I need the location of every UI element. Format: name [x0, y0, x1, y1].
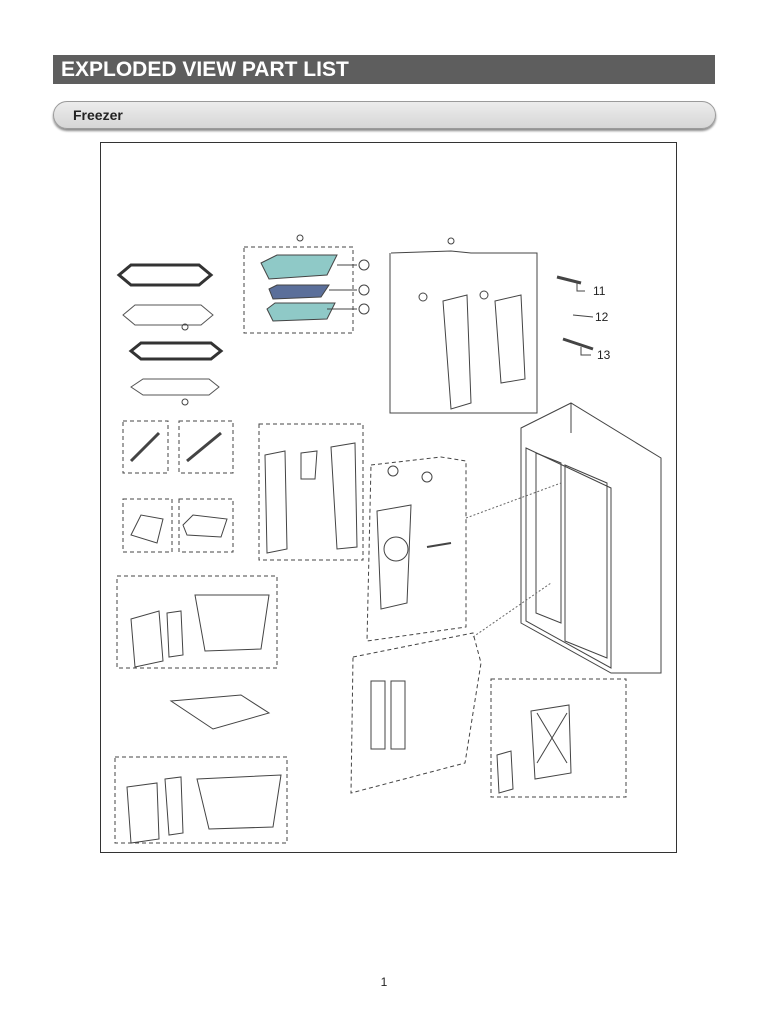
- duct-assembly: [366, 456, 467, 642]
- door-panel-group: [389, 237, 538, 414]
- callout-11: 11: [593, 284, 606, 298]
- diagram-drawing: 11 12 13: [114, 234, 662, 844]
- page-title: EXPLODED VIEW PART LIST: [53, 55, 715, 84]
- section-header: Freezer: [53, 101, 716, 129]
- small-parts: [556, 275, 594, 356]
- ice-maker-housing: [258, 423, 364, 561]
- rail-group: [122, 420, 234, 553]
- page-number: 1: [380, 975, 388, 989]
- section-label: Freezer: [73, 107, 123, 123]
- drawer-group: [114, 575, 288, 844]
- glass-shelf-group: [116, 263, 224, 406]
- ice-tray-group: [243, 234, 370, 334]
- evaporator-group: [350, 632, 627, 798]
- callout-12: 12: [595, 310, 609, 324]
- exploded-view-diagram: 11 12 13: [100, 142, 677, 853]
- refrigerator-cabinet: [520, 402, 662, 674]
- callout-13: 13: [597, 348, 611, 362]
